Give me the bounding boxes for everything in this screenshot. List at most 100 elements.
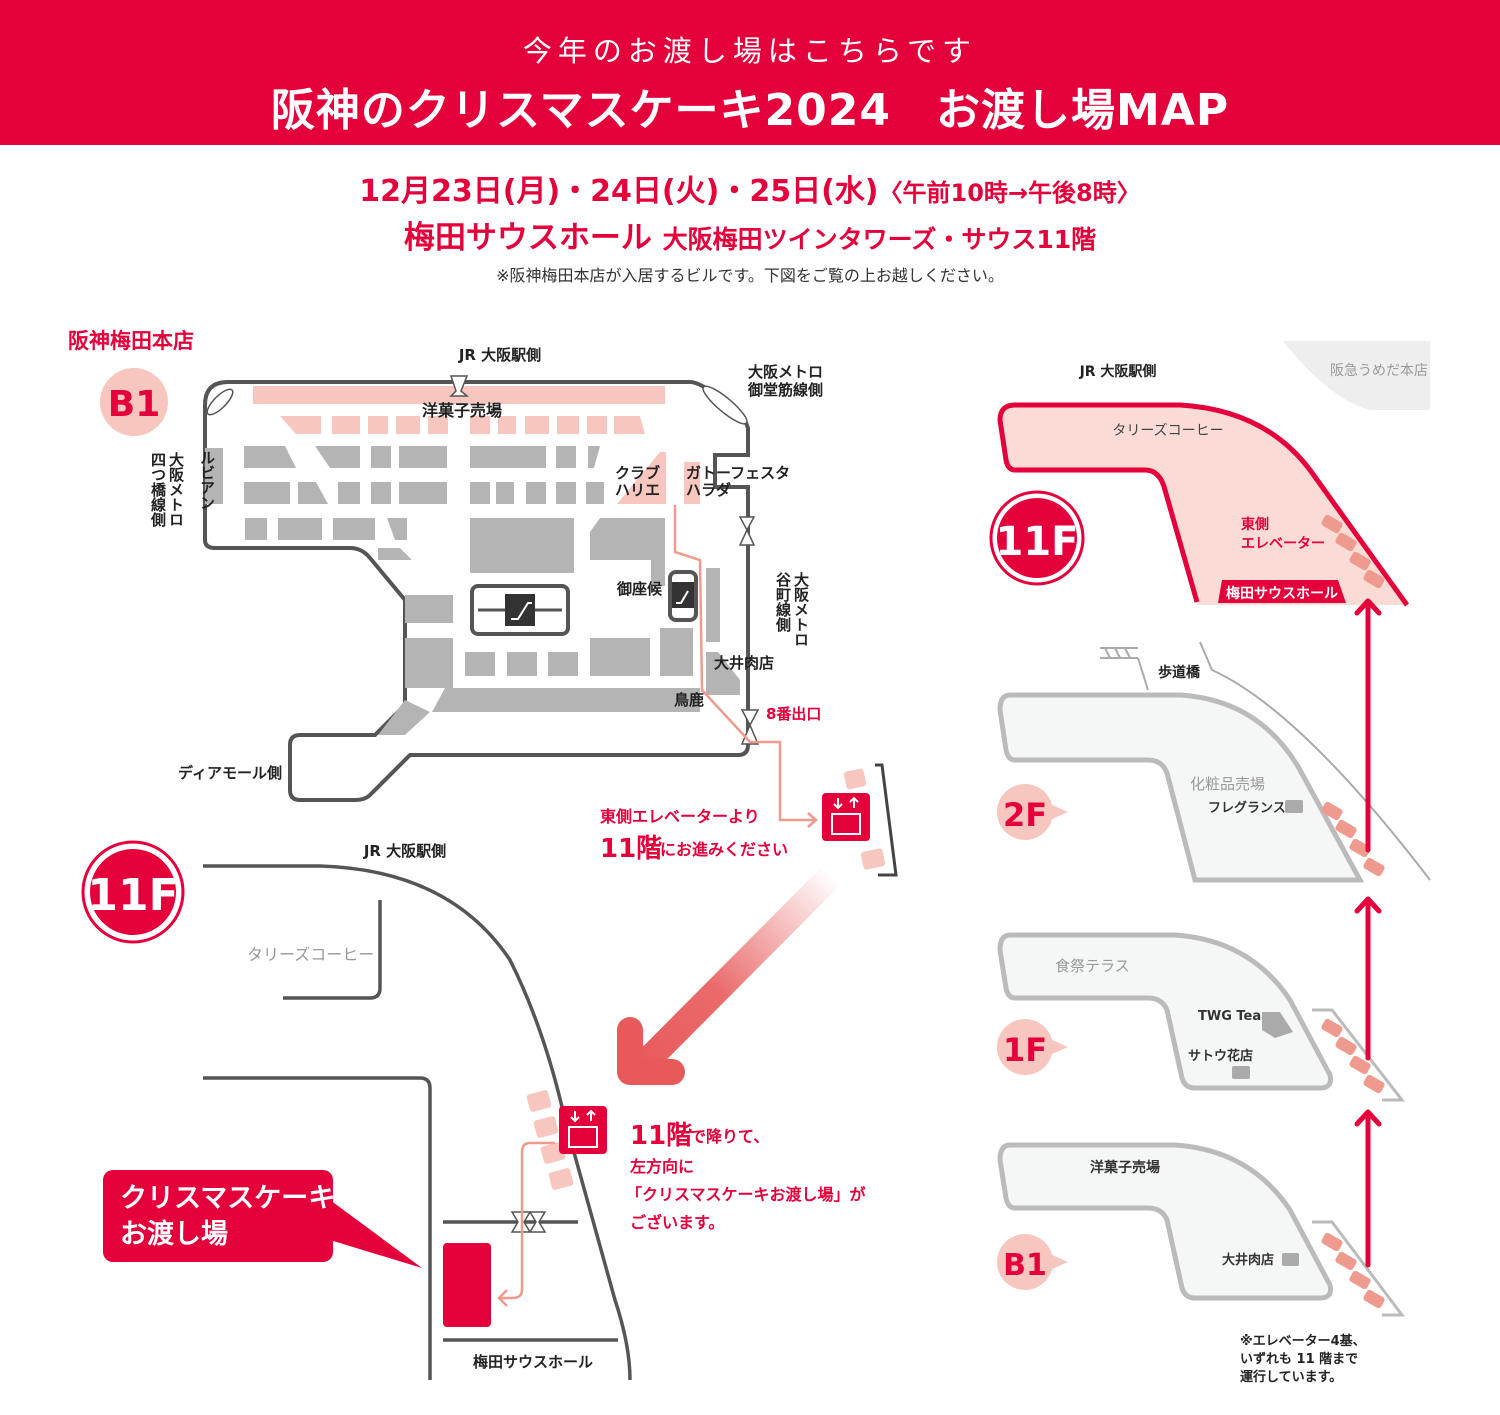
label-western-sweets: 洋菓子売場 bbox=[422, 401, 502, 420]
side-f1-badge bbox=[997, 1019, 1053, 1075]
side-f11-area bbox=[1000, 405, 1405, 605]
label-tanimachi-2: 谷町線側 bbox=[774, 572, 792, 633]
side-f2-badge bbox=[997, 784, 1053, 840]
label-gateau-festa-1: ガトーフェスタ bbox=[686, 464, 790, 482]
guide-proceed: にお進みください bbox=[660, 840, 788, 859]
side-f2-cosmetics: 化粧品売場 bbox=[1190, 775, 1265, 793]
venue-note: ※阪神梅田本店が入居するビルです。下図をご覧の上お越しください。 bbox=[496, 266, 1004, 285]
escalator-icon bbox=[505, 594, 535, 626]
b1-badge-label: B1 bbox=[108, 384, 161, 425]
label-ooi: 大井肉店 bbox=[714, 654, 774, 672]
f11-badge bbox=[90, 849, 176, 935]
store-name: 阪神梅田本店 bbox=[68, 329, 194, 353]
pickup-callout: クリスマスケーキ お渡し場 bbox=[103, 1170, 422, 1268]
header-banner: 今年のお渡し場はこちらです 阪神のクリスマスケーキ2024 お渡し場MAP bbox=[0, 0, 1500, 145]
ooi-block bbox=[1282, 1253, 1299, 1266]
footnote-3: 運行しています。 bbox=[1240, 1369, 1342, 1385]
callout-line-2: お渡し場 bbox=[120, 1218, 228, 1250]
label-dear-mall: ディアモール側 bbox=[178, 764, 282, 782]
side-f1-area bbox=[997, 932, 1333, 1091]
footnote-1: ※エレベーター4基、 bbox=[1240, 1333, 1366, 1349]
side-f1-badge-label: 1F bbox=[1003, 1031, 1047, 1069]
label-yotsubashi-1: 大阪メトロ bbox=[167, 451, 185, 527]
f11-floor-map: 11F JR 大阪駅側 タリーズコーヒー 梅田サウスホール bbox=[81, 840, 866, 1381]
side-map: JR 大阪駅側 阪急うめだ本店 タリーズコーヒー 東側 エレベーター 梅田サウス… bbox=[989, 341, 1431, 1385]
elevator-wall bbox=[875, 763, 898, 877]
side-b1-badge bbox=[997, 1234, 1053, 1290]
elevator-up-arrows bbox=[1354, 598, 1382, 1268]
door-icons bbox=[206, 375, 760, 745]
fragrance-block bbox=[1285, 800, 1303, 813]
side-f11-tullys: タリーズコーヒー bbox=[1112, 423, 1223, 439]
f11-elevator-icon bbox=[559, 1106, 607, 1154]
pickup-area bbox=[443, 1243, 491, 1327]
guide-11f: 11階 bbox=[600, 834, 662, 864]
side-f11-tiles bbox=[1321, 514, 1385, 589]
escalator-east-icon bbox=[672, 582, 694, 608]
side-f11-badge bbox=[997, 498, 1077, 578]
label-midosuji-1: 大阪メトロ bbox=[748, 363, 823, 381]
guide2-get-off: で降りて、 bbox=[690, 1127, 769, 1146]
guide2-pickup: 「クリスマスケーキお渡し場」が bbox=[626, 1185, 866, 1204]
side-f1-twg: TWG Tea bbox=[1198, 1009, 1261, 1024]
elevator-icon bbox=[822, 793, 870, 841]
f11-label-jr: JR 大阪駅側 bbox=[363, 842, 446, 860]
side-b1-badge-label: B1 bbox=[1003, 1248, 1047, 1283]
side-f11-hall: 梅田サウスホール bbox=[1226, 585, 1338, 602]
b1-floor-map: 阪神梅田本店 B1 bbox=[68, 329, 898, 877]
side-f2-bridge: 歩道橋 bbox=[1158, 664, 1201, 681]
label-jr-side: JR 大阪駅側 bbox=[458, 346, 541, 364]
footnote-2: いずれも 11 階まで bbox=[1240, 1351, 1358, 1367]
side-f2-fragrance: フレグランス bbox=[1208, 800, 1286, 816]
side-f1-sato: サトウ花店 bbox=[1188, 1048, 1253, 1064]
f11-label-tullys: タリーズコーヒー bbox=[247, 945, 374, 964]
side-b1-sweets: 洋菓子売場 bbox=[1090, 1159, 1160, 1176]
side-b1-ooi: 大井肉店 bbox=[1222, 1252, 1274, 1268]
guide2-11f: 11階 bbox=[630, 1121, 692, 1151]
callout-line-1: クリスマスケーキ bbox=[120, 1183, 335, 1214]
side-f1-terrace: 食祭テラス bbox=[1055, 957, 1130, 975]
f11-badge-label: 11F bbox=[87, 870, 178, 921]
label-toroku: 鳥鹿 bbox=[674, 691, 704, 709]
header-subtitle: 今年のお渡し場はこちらです bbox=[522, 34, 978, 68]
label-club-harie-2: ハリエ bbox=[615, 481, 660, 499]
guide2-exists: ございます。 bbox=[630, 1213, 724, 1232]
elevator-tiles bbox=[843, 768, 886, 870]
side-f1-tiles bbox=[1321, 1018, 1385, 1094]
sato-block bbox=[1232, 1066, 1250, 1079]
label-gateau-festa-2: ハラダ bbox=[686, 481, 731, 499]
side-f2-badge-label: 2F bbox=[1003, 796, 1047, 834]
label-yotsubashi-2: 四つ橋線側 bbox=[149, 452, 167, 528]
b1-badge bbox=[100, 368, 168, 436]
dates: 12月23日(月)・24日(火)・25日(水) bbox=[359, 174, 879, 209]
f11-label-hall: 梅田サウスホール bbox=[473, 1353, 593, 1371]
hours: 〈午前10時→午後8時〉 bbox=[878, 179, 1141, 207]
side-f2-tiles bbox=[1321, 801, 1385, 877]
side-f11-badge-label: 11F bbox=[996, 519, 1079, 565]
side-b1-area bbox=[997, 1142, 1333, 1301]
label-tanimachi-1: 大阪メトロ bbox=[792, 571, 810, 647]
guide-east-elevator: 東側エレベーターより bbox=[600, 807, 760, 826]
sweets-booths bbox=[280, 416, 700, 504]
event-dates: 12月23日(月)・24日(火)・25日(水)〈午前10時→午後8時〉 bbox=[0, 166, 1500, 210]
venue-name: 梅田サウスホール bbox=[403, 220, 652, 256]
header-title: 阪神のクリスマスケーキ2024 お渡し場MAP bbox=[270, 85, 1230, 136]
label-exit-8: 8番出口 bbox=[766, 705, 821, 723]
event-venue: 梅田サウスホール 大阪梅田ツインタワーズ・サウス11階 bbox=[0, 212, 1500, 257]
door-icon bbox=[510, 1211, 547, 1233]
shop-blocks bbox=[205, 446, 740, 735]
hankyu-area bbox=[1283, 341, 1430, 410]
side-f11-elev-1: 東側 bbox=[1241, 516, 1269, 533]
f11-walls bbox=[203, 864, 632, 1381]
side-f11-elev-2: エレベーター bbox=[1241, 536, 1325, 552]
route-line-f11 bbox=[500, 1141, 555, 1300]
label-club-harie-1: クラブ bbox=[615, 464, 660, 482]
twg-block bbox=[1262, 1012, 1293, 1038]
guide2-left: 左方向に bbox=[629, 1157, 694, 1176]
side-f11-wall bbox=[997, 402, 1410, 607]
side-f11-hall-tag bbox=[1218, 580, 1346, 603]
venue-building: 大阪梅田ツインタワーズ・サウス11階 bbox=[662, 225, 1097, 254]
label-midosuji-2: 御堂筋線側 bbox=[747, 381, 823, 399]
label-gozasoro: 御座候 bbox=[616, 580, 663, 598]
